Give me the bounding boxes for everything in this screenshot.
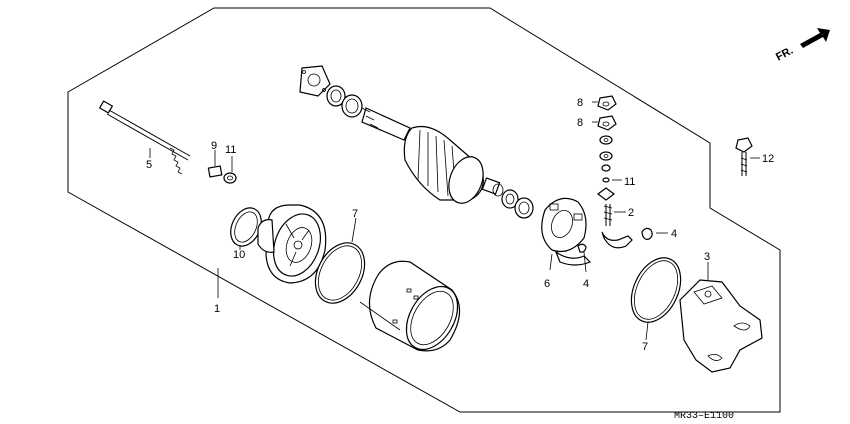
callout-nut-lower: 8 [577, 117, 583, 129]
callout-through-bolt: 5 [146, 159, 152, 171]
motor-yoke [359, 260, 461, 352]
front-direction-arrow-icon: FR. [774, 28, 830, 64]
callout-nut-small: 9 [211, 140, 217, 152]
front-direction-label: FR. [774, 45, 795, 64]
callout-brush-holder: 6 [544, 278, 550, 290]
through-bolt [98, 100, 191, 175]
callout-front-cover-seal: 10 [233, 249, 245, 261]
callout-assembly: 1 [214, 303, 220, 315]
small-washer [223, 172, 237, 184]
drawing-code: MR33–E1100 [674, 411, 734, 422]
brush-spring-right [641, 227, 653, 240]
oring-rear [630, 257, 682, 323]
oring-front [314, 242, 366, 304]
callout-brush-spring-upper: 4 [671, 228, 677, 240]
armature [361, 107, 504, 204]
callout-washer-left: 11 [225, 144, 236, 156]
front-cover [257, 204, 327, 284]
armature-washer-2 [341, 94, 363, 118]
armature-washer-4 [514, 197, 534, 219]
rear-cover [679, 262, 763, 373]
right-bolt [735, 137, 760, 176]
callout-washer-right: 11 [624, 176, 635, 188]
callout-oring-front: 7 [352, 208, 358, 220]
callout-terminal-bolt: 2 [628, 207, 634, 219]
brush-holder [541, 197, 592, 271]
callout-brush-spring-lower: 4 [583, 278, 589, 290]
callout-rear-cover: 3 [704, 251, 710, 263]
callout-bolt-right: 12 [762, 153, 774, 165]
armature-washer-3 [501, 189, 519, 209]
assembly-boundary [67, 7, 781, 413]
brush-spring-lower [577, 243, 587, 253]
armature-washer-1 [326, 85, 346, 107]
small-nut [207, 165, 223, 178]
armature-end-plate [299, 65, 331, 97]
callout-oring-rear: 7 [642, 341, 648, 353]
callout-nut-upper: 8 [577, 97, 583, 109]
terminal-hardware-stack [592, 95, 633, 249]
